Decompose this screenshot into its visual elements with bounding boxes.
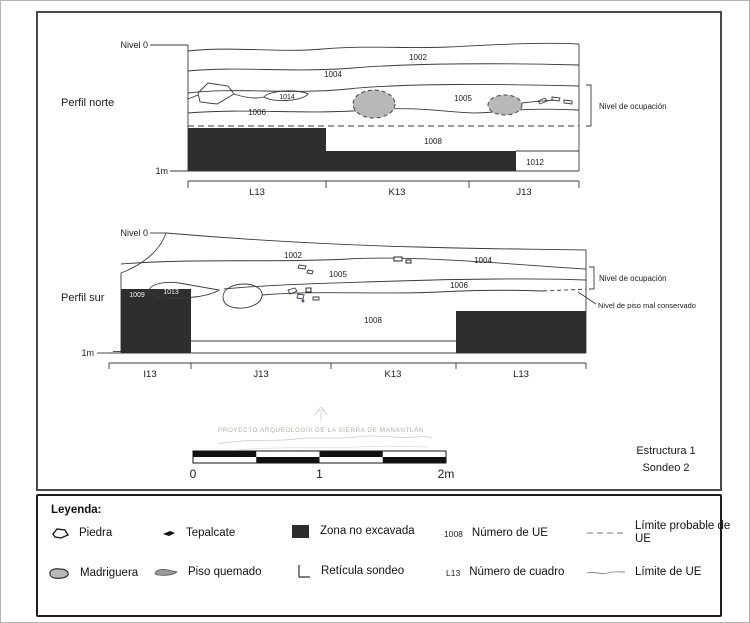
north-unexcavated-zone-mid bbox=[326, 151, 516, 171]
sherd-icon bbox=[163, 531, 175, 537]
tree-logo-icon bbox=[314, 407, 328, 421]
scale-bar: 0 1 2m bbox=[190, 450, 455, 481]
legend-title: Leyenda: bbox=[51, 504, 102, 516]
ue-number-sample: 1008 bbox=[444, 528, 463, 539]
north-occupation-bracket bbox=[586, 84, 592, 127]
burnt-floor-icon bbox=[154, 569, 178, 576]
south-floor-note-leader bbox=[577, 291, 597, 305]
legend-label-limite-ue: Límite de UE bbox=[635, 566, 702, 578]
south-grid-J13: J13 bbox=[253, 369, 268, 380]
figure-caption: Estructura 1 Sondeo 2 bbox=[636, 445, 695, 474]
ue-label-1005-south: 1005 bbox=[329, 270, 347, 279]
legend-label-numero-ue: Número de UE bbox=[471, 527, 548, 539]
ue-label-1014-north: 1014 bbox=[279, 94, 295, 101]
north-grid-K13: K13 bbox=[389, 187, 406, 198]
south-grid-K13: K13 bbox=[385, 369, 402, 380]
watermark: PROYECTO ARQUEOLOGÍA DE LA SIERRA DE MAN… bbox=[217, 407, 433, 451]
legend-item-reticula: Retícula sondeo bbox=[296, 563, 404, 580]
burrow-icon bbox=[49, 568, 69, 579]
legend-item-piedra: Piedra bbox=[51, 527, 112, 540]
ue-label-1005-north: 1005 bbox=[454, 94, 472, 103]
ue-label-1013-south: 1013 bbox=[163, 289, 179, 296]
ue-label-1008-south: 1008 bbox=[364, 316, 382, 325]
legend-label-reticula: Retícula sondeo bbox=[321, 564, 405, 577]
legend-panel: Leyenda: Piedra Tepalcate Zona no excava… bbox=[36, 494, 730, 617]
scale-label-0: 0 bbox=[190, 467, 197, 481]
south-grid-I13: I13 bbox=[143, 369, 156, 380]
watermark-mountains bbox=[217, 435, 433, 451]
grid-square-sample: L13 bbox=[446, 567, 461, 578]
wavy-line-icon bbox=[586, 571, 626, 575]
north-grid-L13: L13 bbox=[249, 187, 265, 198]
north-ue-labels: 1002 1004 1014 1005 1006 1008 1012 bbox=[248, 53, 544, 167]
scale-label-1: 1 bbox=[316, 467, 323, 481]
south-occupation-bracket bbox=[589, 266, 595, 290]
legend-item-zona: Zona no excavada bbox=[291, 524, 415, 540]
south-ue-labels: 1002 1004 1005 1006 1009 1013 1008 bbox=[129, 251, 492, 325]
ue-label-1006-north: 1006 bbox=[248, 108, 266, 117]
north-grid-J13: J13 bbox=[516, 187, 531, 198]
south-profile: Perfil sur Nivel 0 bbox=[61, 228, 696, 380]
legend-item-limite-probable: Límite probable de UE bbox=[586, 520, 733, 546]
south-unexcavated-zone-right bbox=[456, 311, 586, 353]
legend-item-numero-cuadro: L13 Número de cuadro bbox=[446, 566, 564, 579]
caption-line-1: Estructura 1 bbox=[636, 445, 695, 457]
south-unexcavated-zone-left bbox=[121, 289, 191, 353]
legend-label-limite-probable: Límite probable de UE bbox=[635, 520, 731, 546]
legend-item-piso: Piso quemado bbox=[153, 566, 262, 579]
south-layer-lines bbox=[120, 232, 587, 342]
legend-label-piedra: Piedra bbox=[79, 527, 113, 539]
south-grid-L13: L13 bbox=[513, 369, 529, 380]
legend-label-zona: Zona no excavada bbox=[320, 525, 415, 538]
south-depth-label: 1m bbox=[81, 348, 94, 358]
legend-label-piso: Piso quemado bbox=[188, 566, 262, 578]
ue-label-1012-north: 1012 bbox=[526, 158, 544, 167]
scale-label-2m: 2m bbox=[438, 467, 455, 481]
north-profile-title: Perfil norte bbox=[61, 97, 114, 109]
figure-panel: Perfil norte Nivel 0 bbox=[36, 11, 722, 491]
grid-corner-icon bbox=[298, 565, 310, 578]
legend-label-tepalcate: Tepalcate bbox=[186, 527, 236, 539]
legend-item-numero-ue: 1008 Número de UE bbox=[444, 527, 548, 540]
north-burrow-2 bbox=[487, 94, 523, 116]
north-unexcavated-zone-left bbox=[188, 128, 326, 171]
south-sherds bbox=[287, 256, 412, 303]
north-burrow-1 bbox=[352, 89, 396, 119]
legend-label-madriguera: Madriguera bbox=[80, 566, 139, 579]
south-profile-title: Perfil sur bbox=[61, 292, 105, 304]
north-stone-shape bbox=[197, 82, 235, 105]
north-layer-lines bbox=[187, 42, 580, 152]
ue-label-1009-south: 1009 bbox=[129, 292, 145, 299]
north-level-zero-label: Nivel 0 bbox=[120, 40, 148, 50]
dashed-line-icon bbox=[587, 532, 625, 534]
legend-item-tepalcate: Tepalcate bbox=[161, 527, 235, 540]
ue-label-1004-south: 1004 bbox=[474, 256, 492, 265]
south-burnt-floor-shape bbox=[148, 281, 221, 299]
caption-line-2: Sondeo 2 bbox=[642, 462, 689, 474]
south-floor-note: Nivel de piso mal conservado bbox=[598, 301, 696, 310]
south-occupation-label: Nivel de ocupación bbox=[599, 274, 667, 283]
north-profile: Perfil norte Nivel 0 bbox=[61, 40, 667, 198]
south-grid-scale: I13 J13 K13 L13 bbox=[108, 362, 587, 380]
unexcavated-zone-icon bbox=[292, 525, 309, 538]
ue-label-1008-north: 1008 bbox=[424, 137, 442, 146]
south-stone-shape bbox=[222, 283, 263, 309]
north-occupation-label: Nivel de ocupación bbox=[599, 102, 667, 111]
ue-label-1006-south: 1006 bbox=[450, 281, 468, 290]
north-depth-label: 1m bbox=[155, 166, 168, 176]
south-level-zero-label: Nivel 0 bbox=[120, 228, 148, 238]
south-floor-dashed-line bbox=[542, 288, 587, 292]
legend-label-numero-cuadro: Número de cuadro bbox=[469, 566, 565, 578]
profiles-drawing: Perfil norte Nivel 0 bbox=[61, 40, 696, 481]
ue-label-1004-north: 1004 bbox=[324, 70, 342, 79]
north-grid-scale: L13 K13 J13 bbox=[187, 180, 580, 198]
watermark-text: PROYECTO ARQUEOLOGÍA DE LA SIERRA DE MAN… bbox=[218, 425, 424, 434]
ue-label-1002-north: 1002 bbox=[409, 53, 427, 62]
ue-label-1002-south: 1002 bbox=[284, 251, 302, 260]
legend-item-madriguera: Madriguera bbox=[47, 566, 138, 581]
legend-item-limite-ue: Límite de UE bbox=[586, 566, 701, 579]
north-sherds bbox=[537, 96, 573, 105]
north-ue1014-lens bbox=[263, 90, 309, 101]
stone-icon bbox=[52, 528, 69, 539]
